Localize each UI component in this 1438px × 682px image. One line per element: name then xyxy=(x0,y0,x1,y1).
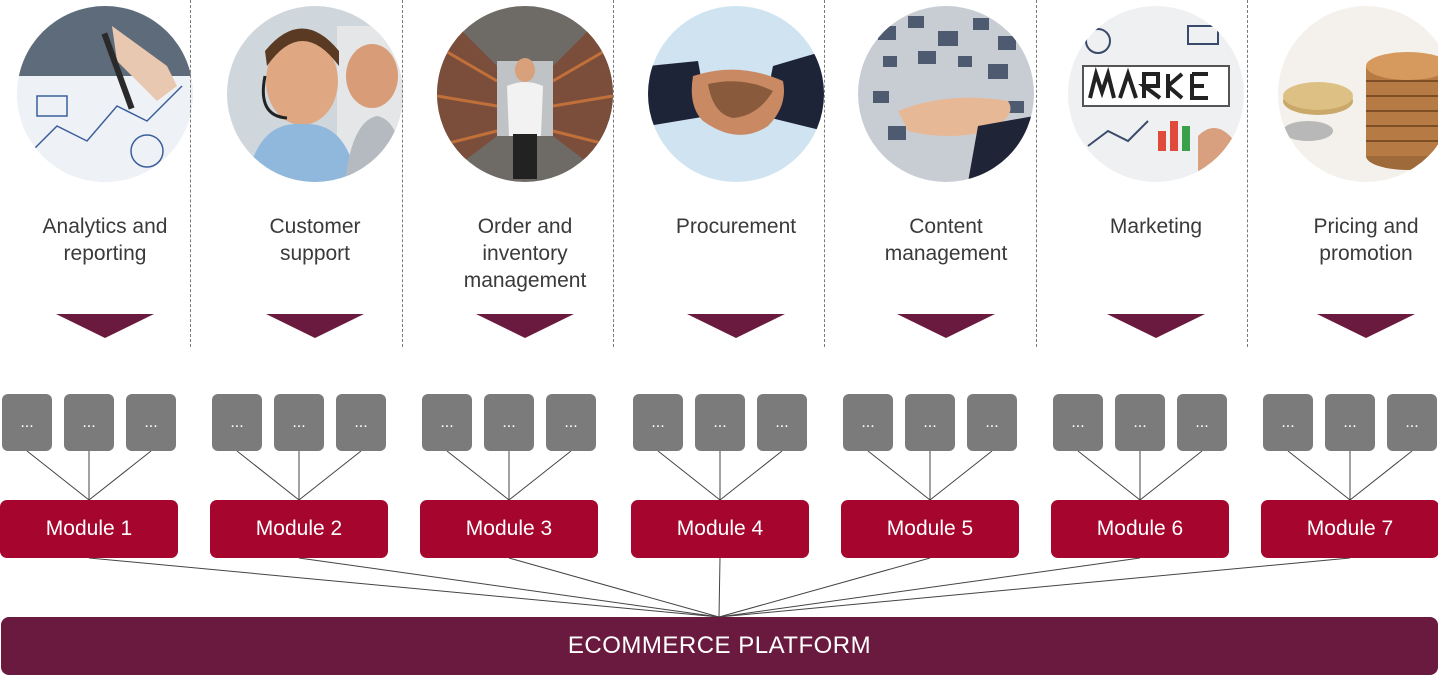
sub-item-box: ... xyxy=(1053,394,1103,451)
column-pricing-promotion: Pricing and promotion ... ... ... Module… xyxy=(1261,0,1438,682)
handshake-photo xyxy=(648,6,824,182)
module-to-platform-line xyxy=(508,557,720,618)
column-marketing: Marketing ... ... ... Module 6 xyxy=(1051,0,1261,682)
module-box: Module 4 xyxy=(631,500,809,558)
category-label-procurement: Procurement xyxy=(675,215,797,238)
sub-item-box: ... xyxy=(757,394,807,451)
sub-to-module-line xyxy=(446,450,510,501)
chevron-down-icon xyxy=(1107,314,1205,338)
sub-item-box: ... xyxy=(1177,394,1227,451)
sub-to-module-line xyxy=(657,450,721,501)
column-divider xyxy=(1247,0,1248,347)
sub-item-box: ... xyxy=(484,394,534,451)
marketing-board-photo xyxy=(1068,6,1244,182)
category-label-pricing-promotion: Pricing and promotion xyxy=(1313,215,1419,265)
chevron-down-icon xyxy=(687,314,785,338)
chevron-down-icon xyxy=(56,314,154,338)
sub-item-box: ... xyxy=(633,394,683,451)
category-label-analytics: Analytics and reporting xyxy=(42,215,168,265)
sub-to-module-line xyxy=(508,450,572,501)
module-to-platform-line xyxy=(718,557,721,618)
category-label-customer-support: Customer support xyxy=(269,215,361,265)
sub-to-module-line xyxy=(929,450,993,501)
module-to-platform-line xyxy=(298,557,720,618)
module-box: Module 6 xyxy=(1051,500,1229,558)
content-hand-photo xyxy=(858,6,1034,182)
column-content-management: Content management ... ... ... Module 5 xyxy=(841,0,1051,682)
column-analytics: Analytics and reporting ... ... ... Modu… xyxy=(0,0,210,682)
module-to-platform-line xyxy=(88,557,720,618)
sub-item-box: ... xyxy=(126,394,176,451)
sub-to-module-line xyxy=(1287,450,1351,501)
chevron-down-icon xyxy=(1317,314,1415,338)
sub-to-module-line xyxy=(236,450,300,501)
column-divider xyxy=(402,0,403,347)
warehouse-photo xyxy=(437,6,613,182)
coins-photo xyxy=(1278,6,1438,182)
category-label-order-inventory: Order and inventory management xyxy=(463,215,587,292)
module-to-platform-line xyxy=(718,557,931,618)
module-to-platform-line xyxy=(718,557,1351,618)
column-divider xyxy=(1036,0,1037,347)
column-customer-support: Customer support ... ... ... Module 2 xyxy=(210,0,420,682)
module-box: Module 3 xyxy=(420,500,598,558)
sub-to-module-line xyxy=(1077,450,1141,501)
sub-item-box: ... xyxy=(967,394,1017,451)
module-box: Module 7 xyxy=(1261,500,1438,558)
module-box: Module 1 xyxy=(0,500,178,558)
sub-to-module-line xyxy=(867,450,931,501)
sub-item-box: ... xyxy=(422,394,472,451)
column-divider xyxy=(613,0,614,347)
column-procurement: Procurement ... ... ... Module 4 xyxy=(631,0,841,682)
sub-item-box: ... xyxy=(2,394,52,451)
category-label-marketing: Marketing xyxy=(1109,215,1203,238)
sub-item-box: ... xyxy=(1263,394,1313,451)
sub-to-module-line xyxy=(719,450,783,501)
sub-item-box: ... xyxy=(274,394,324,451)
chevron-down-icon xyxy=(266,314,364,338)
sub-to-module-line xyxy=(88,450,152,501)
sub-to-module-line xyxy=(1349,450,1413,501)
sub-item-box: ... xyxy=(546,394,596,451)
sub-item-box: ... xyxy=(843,394,893,451)
customer-support-photo xyxy=(227,6,403,182)
module-box: Module 5 xyxy=(841,500,1019,558)
column-order-inventory: Order and inventory management ... ... .… xyxy=(420,0,630,682)
module-to-platform-line xyxy=(718,557,1141,618)
sub-item-box: ... xyxy=(1115,394,1165,451)
sub-to-module-line xyxy=(26,450,90,501)
sub-item-box: ... xyxy=(1325,394,1375,451)
category-label-content-management: Content management xyxy=(884,215,1008,265)
ecommerce-platform-bar: ECOMMERCE PLATFORM xyxy=(1,617,1438,675)
sub-item-box: ... xyxy=(905,394,955,451)
sub-item-box: ... xyxy=(64,394,114,451)
sub-to-module-line xyxy=(1139,450,1203,501)
sub-item-box: ... xyxy=(1387,394,1437,451)
sub-item-box: ... xyxy=(336,394,386,451)
chevron-down-icon xyxy=(476,314,574,338)
sub-item-box: ... xyxy=(212,394,262,451)
column-divider xyxy=(824,0,825,347)
sub-to-module-line xyxy=(298,450,362,501)
column-divider xyxy=(190,0,191,347)
module-box: Module 2 xyxy=(210,500,388,558)
chevron-down-icon xyxy=(897,314,995,338)
analytics-photo xyxy=(17,6,193,182)
sub-item-box: ... xyxy=(695,394,745,451)
